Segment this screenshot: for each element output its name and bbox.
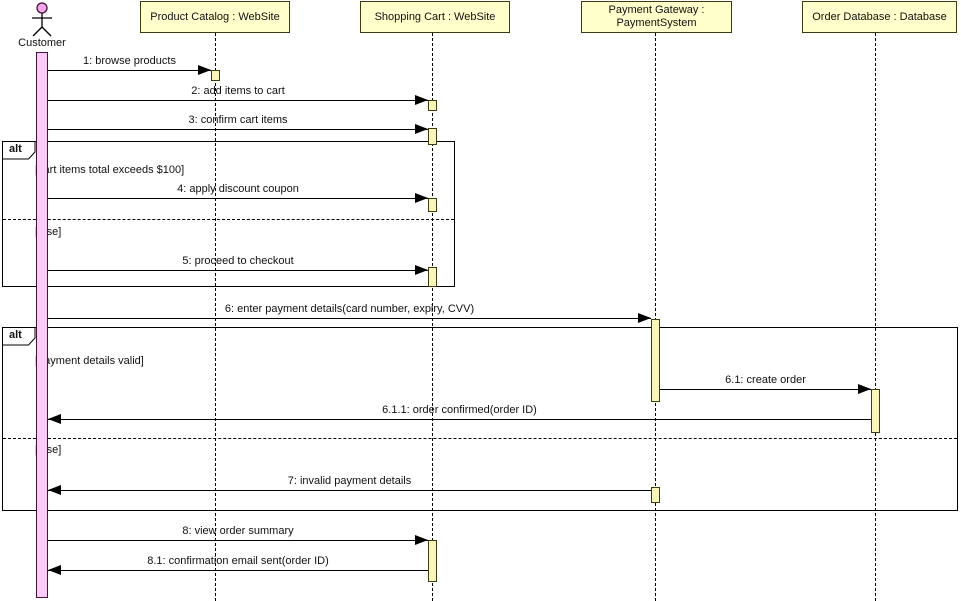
lifeline-name: Payment Gateway : [608,4,705,16]
activation-bar[interactable] [428,267,437,287]
message-label: 8: view order summary [182,525,294,537]
arrowhead-icon [48,485,61,495]
lifeline-head-shopping-cart[interactable]: Shopping Cart : WebSite [360,1,510,33]
lifeline-order-database [875,33,876,601]
message-line [48,129,428,130]
fragment-operator-label: alt [9,329,22,341]
actor-customer[interactable] [28,1,56,37]
message-line [48,490,651,491]
lifeline-head-order-database[interactable]: Order Database : Database [802,1,957,33]
message-line [48,570,428,571]
message-label: 6: enter payment details(card number, ex… [224,303,475,315]
message-line [660,389,871,390]
message-label: 3: confirm cart items [188,114,288,126]
actor-name-label: Customer [18,37,66,49]
message-line [48,270,428,271]
lifeline-name: Product Catalog : WebSite [150,10,280,23]
message-label: 7: invalid payment details [287,475,412,487]
alt-fragment-discount[interactable]: alt [cart items total exceeds $100] [els… [2,141,455,287]
lifeline-product-catalog [215,33,216,601]
activation-bar[interactable] [428,128,437,145]
arrowhead-icon [415,124,428,134]
guard-condition: [payment details valid] [35,355,144,367]
stick-figure-icon [32,2,52,37]
message-label: 5: proceed to checkout [182,255,294,267]
activation-bar[interactable] [211,70,220,81]
message-line [48,70,211,71]
arrowhead-icon [48,414,61,424]
fragment-operator-label: alt [9,143,22,155]
customer-activation-bar[interactable] [36,52,48,598]
arrowhead-icon [638,313,651,323]
arrowhead-icon [48,565,61,575]
lifeline-head-payment-gateway[interactable]: Payment Gateway :PaymentSystem [581,1,732,33]
alt-fragment-payment[interactable]: alt [payment details valid] [else] [2,327,958,511]
message-label: 8.1: confirmation email sent(order ID) [147,555,329,567]
lifeline-name: Order Database : Database [812,10,947,23]
arrowhead-icon [415,95,428,105]
activation-bar[interactable] [871,389,880,433]
arrowhead-icon [415,535,428,545]
activation-bar[interactable] [428,100,437,111]
message-label: 2: add items to cart [191,85,285,97]
lifeline-head-product-catalog[interactable]: Product Catalog : WebSite [140,1,290,33]
message-label: 6.1: create order [725,374,806,386]
arrowhead-icon [415,193,428,203]
arrowhead-icon [858,384,871,394]
activation-bar[interactable] [651,319,660,402]
lifeline-payment-gateway [655,33,656,601]
activation-bar[interactable] [428,540,437,582]
activation-bar[interactable] [428,198,437,212]
message-label: 6.1.1: order confirmed(order ID) [382,404,537,416]
arrowhead-icon [198,65,211,75]
fragment-divider [3,219,454,220]
fragment-operator-pentagon-icon: alt [2,327,36,346]
arrowhead-icon [415,265,428,275]
lifeline-name-line2: PaymentSystem [616,17,697,29]
activation-bar[interactable] [651,487,660,503]
message-line [48,100,428,101]
message-line [48,318,651,319]
guard-condition: [cart items total exceeds $100] [35,164,185,176]
message-line [48,198,428,199]
fragment-operator-pentagon-icon: alt [2,141,36,160]
lifeline-shopping-cart [432,33,433,601]
lifeline-name: Shopping Cart : WebSite [374,10,496,23]
message-line [48,419,871,420]
message-label: 1: browse products [83,55,176,67]
fragment-divider [3,438,957,439]
message-line [48,540,428,541]
message-label: 4: apply discount coupon [177,183,299,195]
